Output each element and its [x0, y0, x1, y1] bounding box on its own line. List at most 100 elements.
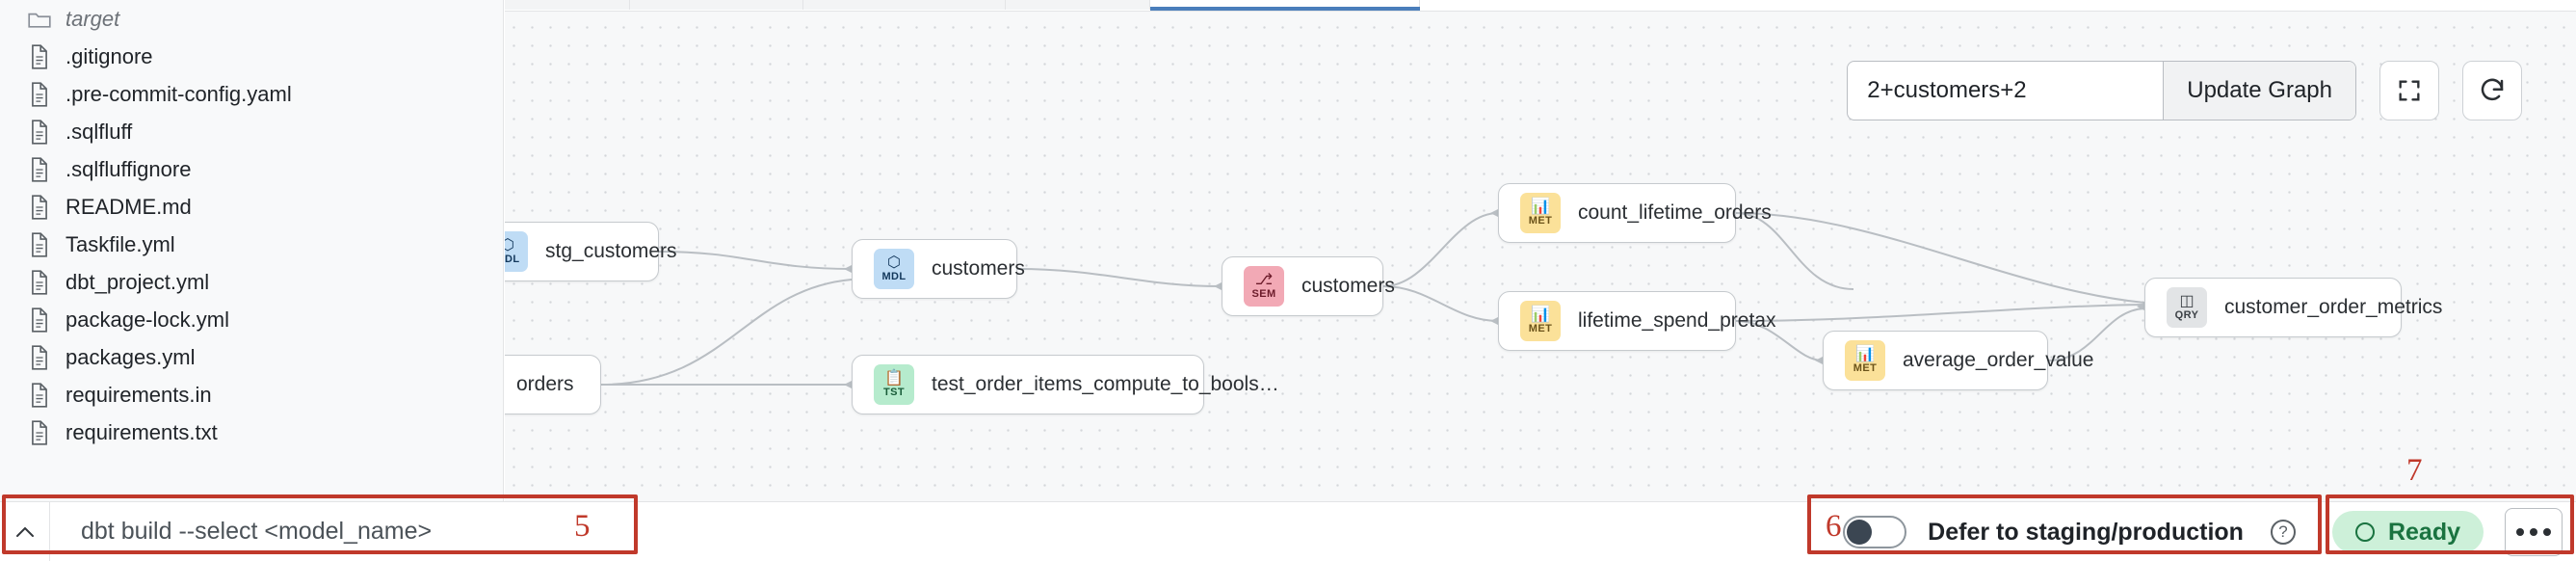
graph-node[interactable]: 📊MET average_order_value — [1823, 331, 2093, 390]
editor-tab-strip[interactable] — [505, 0, 2576, 12]
file-icon — [27, 268, 52, 297]
graph-node-label: stg_customers — [545, 240, 677, 262]
graph-node[interactable]: 📊MET lifetime_spend_pretax — [1498, 291, 1775, 351]
file-name: packages.yml — [66, 344, 196, 369]
file-list-item[interactable]: package-lock.yml — [0, 301, 503, 338]
file-name: dbt_project.yml — [66, 269, 210, 294]
qry-badge-icon: ◫QRY — [2167, 287, 2207, 328]
help-circle-icon[interactable]: ? — [2270, 520, 2296, 545]
file-icon — [27, 418, 52, 447]
file-icon — [27, 381, 52, 410]
file-name: Taskfile.yml — [66, 231, 175, 256]
badge-tag: MDL — [881, 270, 907, 282]
graph-node[interactable]: ⎇SEM customers — [1222, 256, 1395, 316]
file-name: .sqlfluffignore — [66, 156, 192, 181]
file-list-item[interactable]: requirements.txt — [0, 414, 503, 451]
command-bar[interactable]: dbt build --select <model_name> — [0, 501, 636, 561]
graph-node[interactable]: ⬡MDL stg_customers — [505, 222, 677, 281]
file-name: README.md — [66, 194, 192, 219]
file-name: .sqlfluff — [66, 119, 133, 144]
file-name: target — [66, 6, 120, 31]
graph-node-label: lifetime_spend_pretax — [1578, 309, 1776, 332]
file-list-item[interactable]: packages.yml — [0, 338, 503, 376]
graph-node[interactable]: 📋TST test_order_items_compute_to_bools… — [852, 355, 1279, 414]
badge-glyph-icon: ⬡ — [505, 236, 514, 254]
ellipsis-icon[interactable] — [2505, 508, 2563, 556]
file-list-item[interactable]: .gitignore — [0, 38, 503, 75]
badge-tag: MET — [1528, 322, 1553, 334]
file-icon — [27, 80, 52, 109]
file-list-item[interactable]: requirements.in — [0, 376, 503, 414]
tab-chip[interactable] — [803, 0, 1006, 10]
graph-node-label: test_order_items_compute_to_bools… — [932, 373, 1279, 395]
mdl-badge-icon: ⬡MDL — [874, 249, 914, 289]
chevron-up-icon[interactable] — [0, 501, 50, 561]
badge-glyph-icon: ◫ — [2179, 292, 2195, 309]
graph-node-label: customer_order_metrics — [2224, 296, 2443, 318]
mdl-badge-icon: ⬡MDL — [505, 231, 528, 272]
badge-glyph-icon: ⬡ — [887, 254, 901, 271]
file-icon — [27, 193, 52, 222]
tab-active-underline — [1150, 7, 1420, 11]
file-list-item[interactable]: target — [0, 0, 503, 38]
graph-node[interactable]: ⬡MDL customers — [852, 239, 1025, 299]
graph-node-label: customers — [932, 257, 1025, 280]
graph-node-label: average_order_value — [1903, 349, 2094, 371]
met-badge-icon: 📊MET — [1845, 340, 1885, 381]
status-label: Ready — [2387, 518, 2460, 546]
file-icon — [27, 306, 52, 334]
defer-control-group: Defer to staging/production ? — [1820, 516, 2319, 548]
graph-node-label: orders — [516, 373, 574, 395]
file-explorer[interactable]: target .gitignore .pre-commit-config.yaml.… — [0, 0, 504, 501]
file-name: .gitignore — [66, 43, 153, 68]
bottom-bar-right: Defer to staging/production ? Ready — [1820, 502, 2576, 561]
bottom-status-bar: dbt build --select <model_name> Defer to… — [0, 501, 2576, 561]
graph-node[interactable]: ⬡MDLorders — [505, 355, 601, 414]
graph-node[interactable]: 📊MET count_lifetime_orders — [1498, 183, 1772, 243]
badge-tag: MET — [1528, 214, 1553, 227]
file-list-item[interactable]: .sqlfluffignore — [0, 150, 503, 188]
file-icon — [27, 42, 52, 71]
tab-chip[interactable] — [505, 0, 630, 10]
file-name: requirements.txt — [66, 419, 218, 444]
defer-toggle-knob — [1847, 520, 1873, 545]
update-graph-button[interactable]: Update Graph — [2163, 62, 2355, 120]
graph-node[interactable]: ◫QRY customer_order_metrics — [2144, 278, 2442, 337]
badge-glyph-icon: 📊 — [1531, 198, 1550, 215]
badge-glyph-icon: 📊 — [1531, 306, 1550, 323]
status-badge[interactable]: Ready — [2331, 511, 2484, 553]
sem-badge-icon: ⎇SEM — [1244, 266, 1284, 307]
status-dot-icon — [2354, 522, 2375, 542]
graph-query-input[interactable] — [1848, 62, 2164, 120]
graph-query-group: Update Graph — [1847, 61, 2356, 120]
graph-toolbar: Update Graph — [1847, 61, 2522, 120]
file-list: target .gitignore .pre-commit-config.yaml.… — [0, 0, 503, 451]
tab-chip-active[interactable] — [1150, 0, 1420, 10]
file-name: package-lock.yml — [66, 307, 229, 332]
file-name: .pre-commit-config.yaml — [66, 81, 292, 106]
file-list-item[interactable]: .pre-commit-config.yaml — [0, 75, 503, 113]
badge-tag: MDL — [505, 253, 520, 265]
graph-node-label: count_lifetime_orders — [1578, 201, 1772, 224]
lineage-graph-panel[interactable]: ⬡MDLstg_customers⬡MDLorders⬡MDLcustomers… — [505, 0, 2576, 501]
graph-node-label: customers — [1301, 275, 1395, 297]
defer-toggle[interactable] — [1843, 516, 1907, 548]
file-list-item[interactable]: README.md — [0, 188, 503, 226]
file-list-item[interactable]: dbt_project.yml — [0, 263, 503, 301]
file-list-item[interactable]: .sqlfluff — [0, 113, 503, 150]
badge-tag: SEM — [1251, 287, 1276, 300]
badge-glyph-icon: 📊 — [1855, 345, 1875, 362]
tab-chip[interactable] — [1006, 0, 1150, 10]
file-name: requirements.in — [66, 382, 212, 407]
file-icon — [27, 118, 52, 147]
command-text[interactable]: dbt build --select <model_name> — [81, 518, 433, 545]
refresh-icon[interactable] — [2462, 61, 2522, 120]
fullscreen-icon[interactable] — [2379, 61, 2439, 120]
tst-badge-icon: 📋TST — [874, 364, 914, 405]
met-badge-icon: 📊MET — [1520, 193, 1561, 233]
file-icon — [27, 230, 52, 259]
file-icon — [27, 155, 52, 184]
tab-chip[interactable] — [630, 0, 803, 10]
file-list-item[interactable]: Taskfile.yml — [0, 226, 503, 263]
